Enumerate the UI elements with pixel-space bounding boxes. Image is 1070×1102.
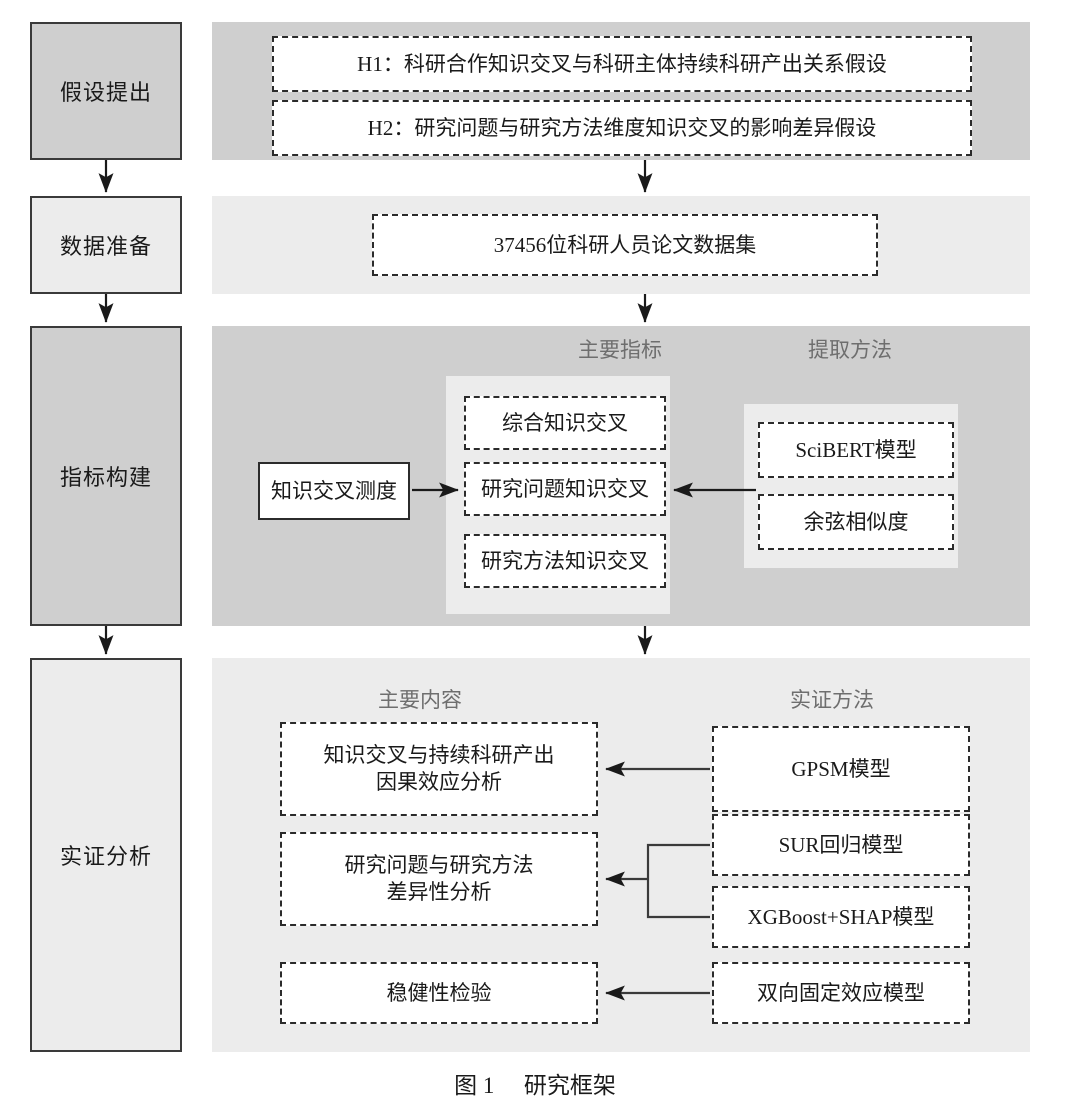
empirical-header-content: 主要内容 <box>330 684 510 714</box>
figure-caption: 图 1 研究框架 <box>0 1066 1070 1100</box>
empirical-method-label: SUR回归模型 <box>778 832 904 857</box>
stage-box-indicator[interactable]: 指标构建 <box>30 326 182 626</box>
dataset-label: 37456位科研人员论文数据集 <box>493 232 757 257</box>
empirical-method-box-gpsm[interactable]: GPSM模型 <box>712 726 970 812</box>
measure-source-label: 知识交叉测度 <box>271 478 397 503</box>
indicator-label: 研究问题知识交叉 <box>481 476 649 501</box>
method-label: SciBERT模型 <box>795 437 917 462</box>
empirical-method-box-fixed-effects[interactable]: 双向固定效应模型 <box>712 962 970 1024</box>
empirical-content-label: 研究问题与研究方法差异性分析 <box>344 853 534 904</box>
hypothesis-label: H1：科研合作知识交叉与科研主体持续科研产出关系假设 <box>357 51 887 76</box>
hypothesis-label: H2：研究问题与研究方法维度知识交叉的影响差异假设 <box>367 115 877 140</box>
empirical-method-box-sur[interactable]: SUR回归模型 <box>712 814 970 876</box>
stage-box-hypothesis[interactable]: 假设提出 <box>30 22 182 160</box>
stage-label: 数据准备 <box>59 234 152 259</box>
empirical-content-label: 知识交叉与持续科研产出因果效应分析 <box>323 743 555 794</box>
indicator-box-comprehensive[interactable]: 综合知识交叉 <box>464 396 666 450</box>
indicator-label: 研究方法知识交叉 <box>481 548 649 573</box>
measure-source-box[interactable]: 知识交叉测度 <box>258 462 410 520</box>
stage-box-empirical[interactable]: 实证分析 <box>30 658 182 1052</box>
hypothesis-box-h2[interactable]: H2：研究问题与研究方法维度知识交叉的影响差异假设 <box>272 100 972 156</box>
empirical-method-label: GPSM模型 <box>791 756 891 781</box>
header-label: 主要指标 <box>578 338 662 362</box>
figure-caption-title: 研究框架 <box>523 1073 616 1098</box>
method-box-cosine[interactable]: 余弦相似度 <box>758 494 954 550</box>
indicator-box-question[interactable]: 研究问题知识交叉 <box>464 462 666 516</box>
stage-box-data[interactable]: 数据准备 <box>30 196 182 294</box>
dataset-box[interactable]: 37456位科研人员论文数据集 <box>372 214 878 276</box>
stage-label: 假设提出 <box>59 80 152 105</box>
empirical-content-box-robustness[interactable]: 稳健性检验 <box>280 962 598 1024</box>
indicator-header-main: 主要指标 <box>530 334 710 364</box>
method-label: 余弦相似度 <box>803 509 909 534</box>
indicator-header-method: 提取方法 <box>760 334 940 364</box>
empirical-content-box-difference[interactable]: 研究问题与研究方法差异性分析 <box>280 832 598 926</box>
stage-label: 实证分析 <box>59 844 152 869</box>
header-label: 提取方法 <box>808 338 892 362</box>
indicator-box-method[interactable]: 研究方法知识交叉 <box>464 534 666 588</box>
empirical-header-method: 实证方法 <box>742 684 922 714</box>
figure-caption-label: 图 1 <box>454 1073 495 1098</box>
header-label: 实证方法 <box>790 688 874 712</box>
empirical-content-box-causal[interactable]: 知识交叉与持续科研产出因果效应分析 <box>280 722 598 816</box>
empirical-method-label: XGBoost+SHAP模型 <box>747 904 935 929</box>
method-box-scibert[interactable]: SciBERT模型 <box>758 422 954 478</box>
empirical-content-label: 稳健性检验 <box>386 980 492 1005</box>
header-label: 主要内容 <box>378 688 462 712</box>
indicator-label: 综合知识交叉 <box>502 410 628 435</box>
empirical-method-label: 双向固定效应模型 <box>757 980 925 1005</box>
hypothesis-box-h1[interactable]: H1：科研合作知识交叉与科研主体持续科研产出关系假设 <box>272 36 972 92</box>
stage-label: 指标构建 <box>59 465 152 490</box>
empirical-method-box-xgboost[interactable]: XGBoost+SHAP模型 <box>712 886 970 948</box>
